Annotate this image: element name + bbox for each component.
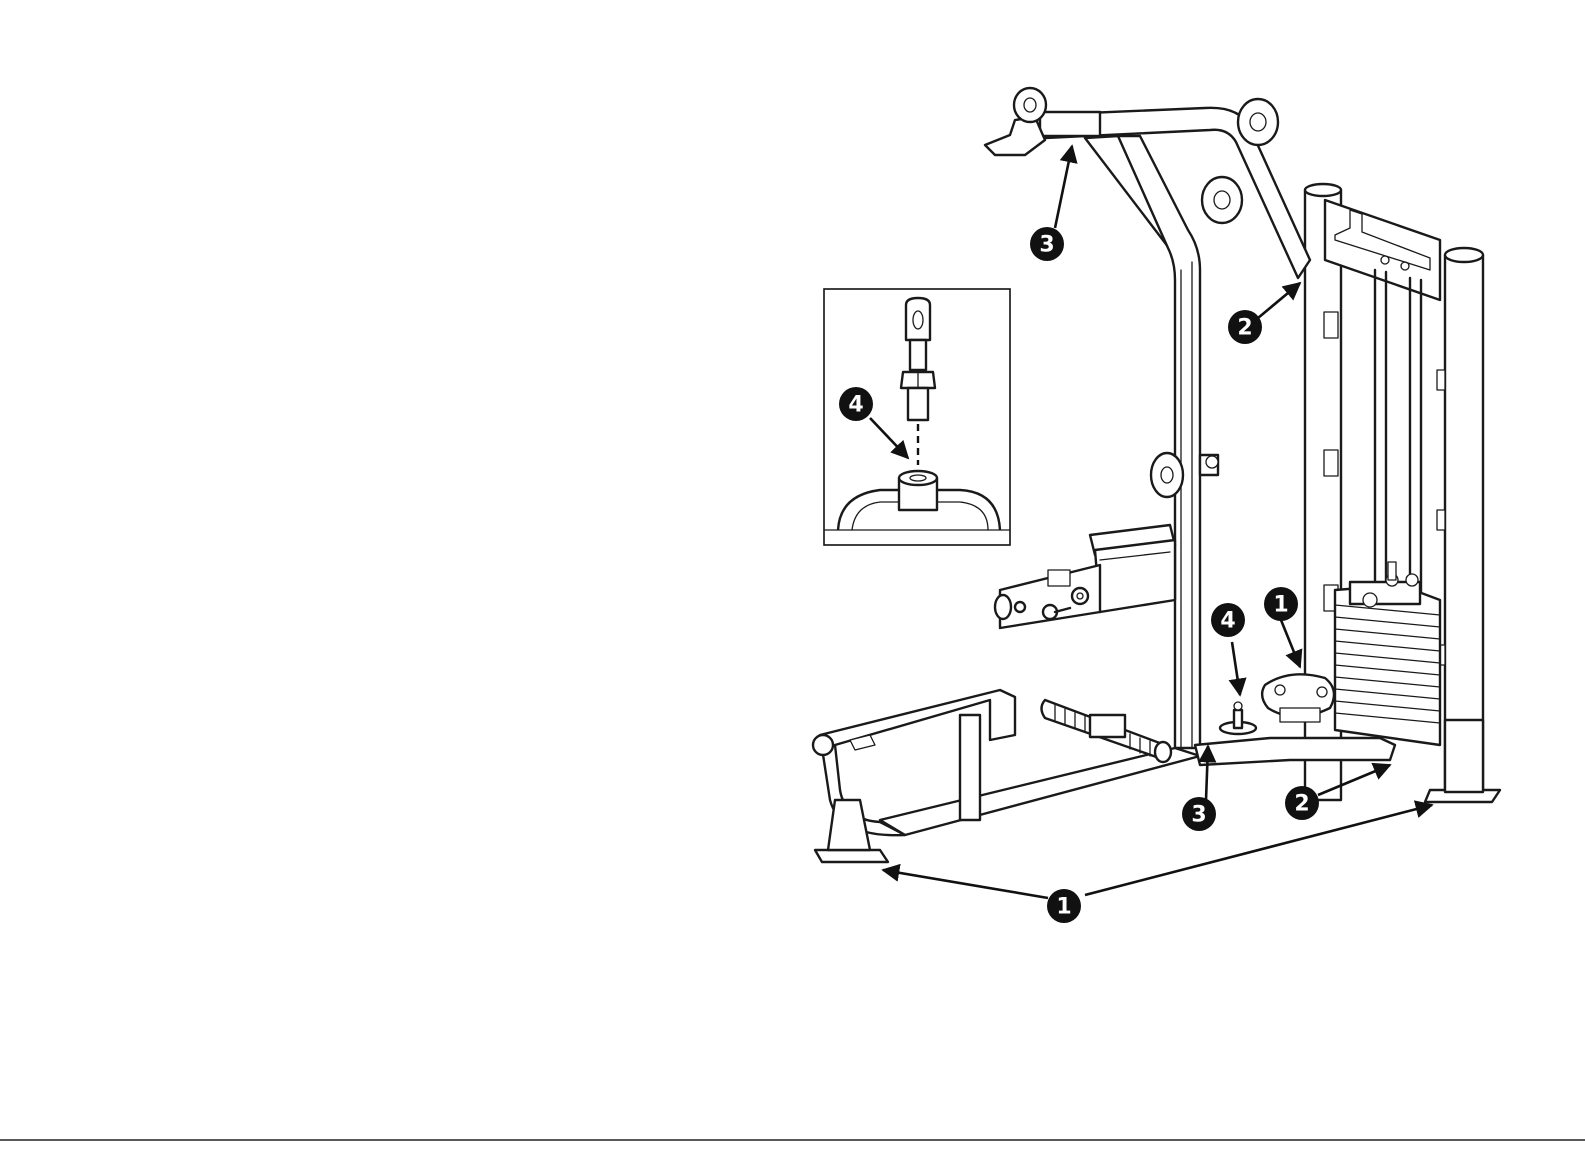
svg-text:1: 1 bbox=[1273, 593, 1288, 618]
front-pulley-housing bbox=[985, 88, 1046, 155]
main-upright bbox=[1118, 136, 1218, 748]
svg-text:4: 4 bbox=[848, 393, 863, 418]
callout-badge-2-top: 2 bbox=[1228, 310, 1262, 344]
callout-badge-2-bottom: 2 bbox=[1285, 786, 1319, 820]
svg-text:3: 3 bbox=[1039, 233, 1054, 258]
callout-badge-1-bottom: 1 bbox=[1047, 889, 1081, 923]
callout-badge-4-inset: 4 bbox=[839, 387, 873, 421]
svg-text:2: 2 bbox=[1237, 316, 1252, 341]
foot-roller bbox=[1042, 700, 1172, 762]
weight-plates bbox=[1335, 562, 1440, 745]
svg-text:4: 4 bbox=[1220, 609, 1235, 634]
thigh-pad-bracket bbox=[995, 525, 1175, 628]
spacer-pin bbox=[1220, 702, 1256, 734]
svg-text:1: 1 bbox=[1056, 895, 1071, 920]
svg-text:3: 3 bbox=[1191, 803, 1206, 828]
callout-badge-3-bottom: 3 bbox=[1182, 797, 1216, 831]
callout-badge-3-top: 3 bbox=[1030, 227, 1064, 261]
callout-badge-4-main: 4 bbox=[1211, 603, 1245, 637]
weight-stack-tower bbox=[1305, 184, 1500, 802]
callout-badge-1-pulley: 1 bbox=[1264, 587, 1298, 621]
svg-text:2: 2 bbox=[1294, 792, 1309, 817]
